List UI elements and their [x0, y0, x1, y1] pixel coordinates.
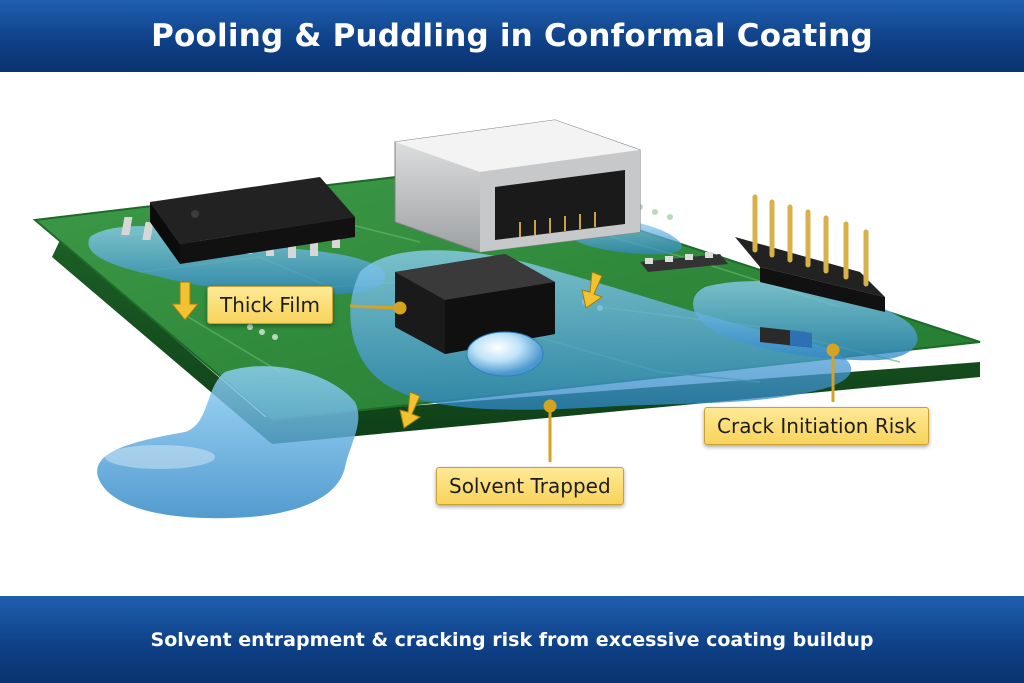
callout-solvent-trapped: Solvent Trapped — [436, 467, 624, 505]
footer-caption: Solvent entrapment & cracking risk from … — [150, 628, 874, 651]
pin-header — [735, 194, 885, 312]
coating-puddle-highlight — [105, 445, 215, 469]
callout-leaders — [349, 301, 840, 462]
pcb-illustration: Thick Film Solvent Trapped Crack Initiat… — [0, 72, 1024, 596]
coating-pool-left — [88, 226, 386, 295]
smd-resistor-array — [640, 252, 728, 272]
rj45-connector — [394, 119, 641, 253]
pcb-scene — [32, 119, 981, 519]
flow-arrows — [170, 271, 604, 429]
callout-crack-initiation-risk: Crack Initiation Risk — [704, 407, 930, 445]
title-banner: Pooling & Puddling in Conformal Coating — [0, 0, 1024, 72]
solvent-bubble — [466, 331, 544, 377]
coating-overflow-puddle — [97, 366, 359, 519]
smd-capacitor — [760, 327, 812, 348]
page-title: Pooling & Puddling in Conformal Coating — [151, 18, 873, 54]
soic-chip — [121, 177, 355, 264]
callout-thick-film: Thick Film — [207, 286, 334, 324]
caption-banner: Solvent entrapment & cracking risk from … — [0, 596, 1024, 683]
